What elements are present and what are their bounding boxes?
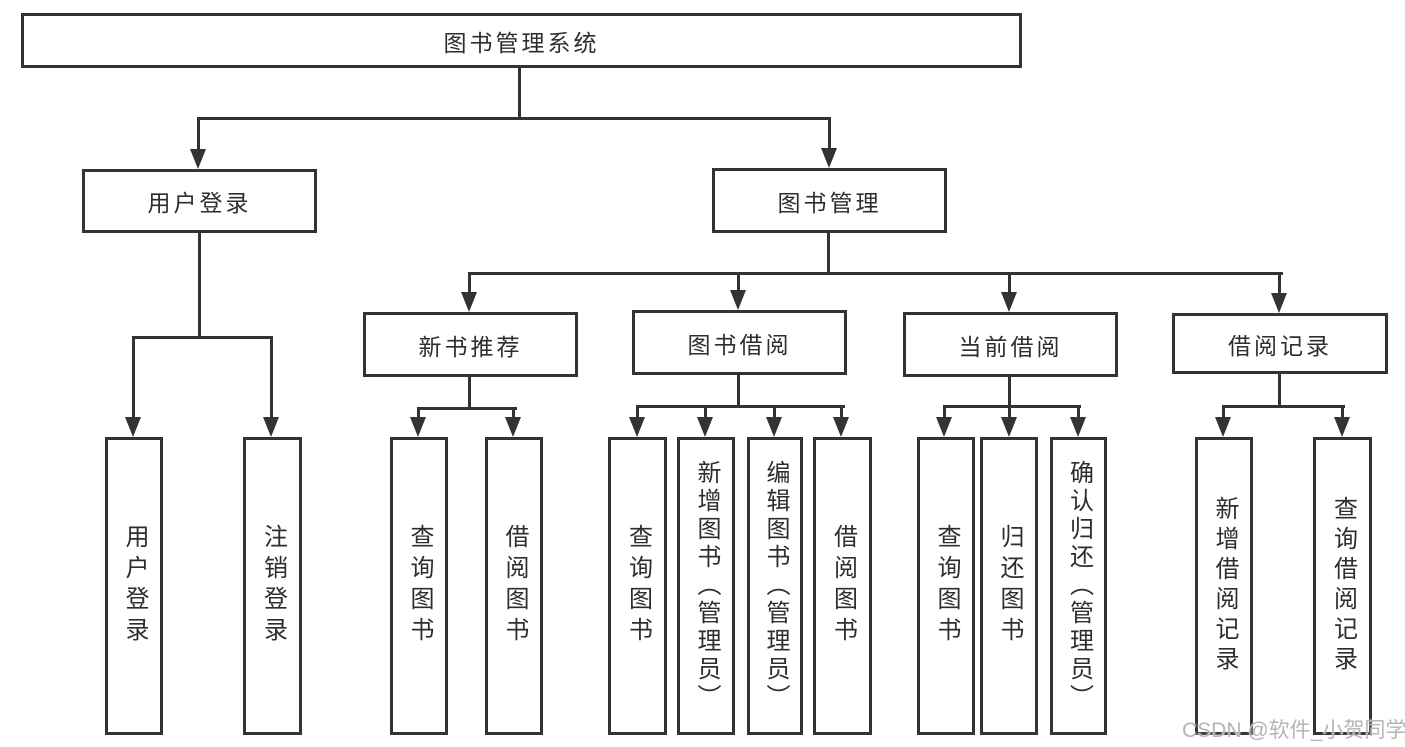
arrow-to-leaf-add-borrow-record: [1215, 417, 1231, 437]
connector-current-borrow-drop: [1008, 272, 1011, 295]
connector-leaf-logout-drop: [270, 336, 273, 420]
node-book-borrow: 图书借阅: [632, 310, 847, 375]
connector-borrow-records-drop: [1278, 272, 1281, 296]
arrow-to-leaf-edit-book: [766, 417, 782, 437]
arrow-to-leaf-borrow-book-1: [505, 417, 521, 437]
arrow-to-leaf-add-book: [697, 417, 713, 437]
watermark: CSDN @软件_小贺同学: [1182, 719, 1405, 742]
connector-leaf-query1-drop: [417, 407, 420, 420]
leaf-edit-book-admin: 编辑图书（管理员）: [747, 437, 803, 735]
arrow-to-book-management: [821, 148, 837, 168]
connector-root-bar: [197, 117, 831, 120]
leaf-borrow-book-2: 借阅图书: [813, 437, 872, 735]
connector-book-mgmt-stem: [827, 233, 830, 275]
connector-new-book-drop: [468, 272, 471, 295]
connector-borrow-records-bar: [1222, 405, 1345, 408]
leaf-query-borrow-record: 查询借阅记录: [1313, 437, 1372, 735]
connector-user-login-stem: [198, 233, 201, 339]
leaf-return-book: 归还图书: [980, 437, 1038, 735]
leaf-add-borrow-record: 新增借阅记录: [1195, 437, 1253, 735]
connector-level3-bar: [468, 272, 1283, 275]
node-root: 图书管理系统: [21, 13, 1022, 68]
arrow-to-leaf-return-book: [1001, 417, 1017, 437]
connector-leaf-add-book-drop: [704, 405, 707, 420]
connector-book-borrow-stem: [737, 375, 740, 408]
arrow-to-borrow-records: [1271, 293, 1287, 313]
leaf-query-book-1: 查询图书: [390, 437, 448, 735]
arrow-to-current-borrow: [1001, 292, 1017, 312]
connector-leaf-return-drop: [1008, 405, 1011, 420]
connector-book-borrow-drop: [737, 272, 740, 293]
leaf-add-book-admin: 新增图书（管理员）: [677, 437, 735, 735]
connector-user-login-bar: [132, 336, 273, 339]
arrow-to-leaf-confirm-return: [1070, 417, 1086, 437]
leaf-query-book-2: 查询图书: [608, 437, 667, 735]
leaf-query-book-3: 查询图书: [917, 437, 975, 735]
connector-leaf-user-login-drop: [132, 336, 135, 420]
connector-leaf-add-record-drop: [1222, 405, 1225, 420]
arrow-to-new-book-recommend: [461, 292, 477, 312]
arrow-to-user-login: [190, 149, 206, 169]
arrow-to-leaf-query-borrow-record: [1334, 417, 1350, 437]
connector-leaf-query2-drop: [636, 405, 639, 420]
node-book-management: 图书管理: [712, 168, 947, 233]
arrow-to-leaf-borrow-book-2: [833, 417, 849, 437]
arrow-to-leaf-query-book-2: [629, 417, 645, 437]
connector-leaf-borrow2-drop: [840, 405, 843, 420]
connector-leaf-query-record-drop: [1341, 405, 1344, 420]
connector-book-borrow-bar: [636, 405, 845, 408]
connector-new-book-bar: [417, 407, 517, 410]
connector-leaf-borrow1-drop: [512, 407, 515, 420]
arrow-to-leaf-query-book-1: [410, 417, 426, 437]
connector-user-login-drop: [197, 117, 200, 152]
leaf-confirm-return-admin: 确认归还（管理员）: [1050, 437, 1107, 735]
arrow-to-book-borrow: [730, 290, 746, 310]
arrow-to-leaf-user-login: [125, 417, 141, 437]
connector-root-stem: [518, 68, 521, 120]
arrow-to-leaf-query-book-3: [936, 417, 952, 437]
connector-new-book-stem: [468, 377, 471, 410]
connector-current-borrow-bar: [943, 405, 1081, 408]
connector-leaf-edit-book-drop: [773, 405, 776, 420]
node-new-book-recommend: 新书推荐: [363, 312, 578, 377]
node-user-login: 用户登录: [82, 169, 317, 233]
arrow-to-leaf-logout: [263, 417, 279, 437]
connector-leaf-confirm-drop: [1077, 405, 1080, 420]
node-borrow-records: 借阅记录: [1172, 313, 1388, 374]
leaf-borrow-book-1: 借阅图书: [485, 437, 543, 735]
connector-book-mgmt-drop: [828, 117, 831, 151]
leaf-user-login: 用户登录: [105, 437, 163, 735]
connector-borrow-records-stem: [1278, 374, 1281, 408]
leaf-logout: 注销登录: [243, 437, 302, 735]
node-current-borrow: 当前借阅: [903, 312, 1118, 377]
connector-current-borrow-stem: [1008, 377, 1011, 408]
connector-leaf-query3-drop: [943, 405, 946, 420]
